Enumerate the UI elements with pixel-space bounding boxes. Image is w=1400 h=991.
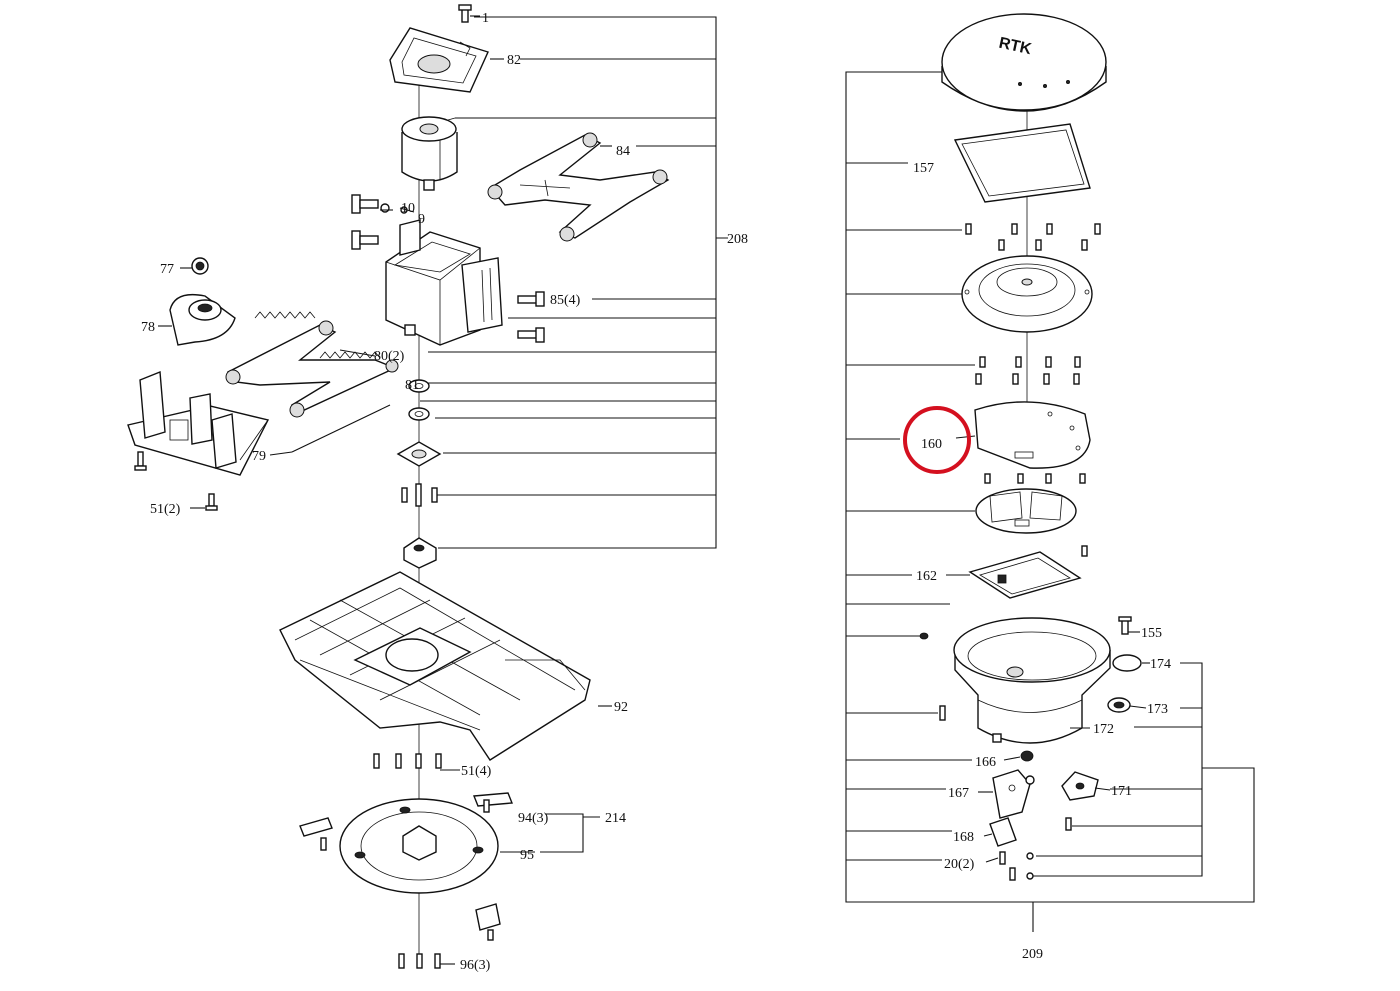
part-gear-housing xyxy=(385,219,503,346)
label-168: 168 xyxy=(953,830,974,845)
part-160-board xyxy=(974,401,1091,469)
label-166: 166 xyxy=(975,755,996,770)
part-screw-713 xyxy=(939,705,946,721)
part-center-screws xyxy=(401,483,438,507)
bracket-174 xyxy=(1032,662,1203,877)
part-84-arm xyxy=(487,132,670,242)
label-95: 95 xyxy=(520,848,534,863)
part-96-screws xyxy=(398,953,441,969)
label-214: 214 xyxy=(605,811,626,826)
part-168-clip xyxy=(989,817,1017,847)
right-leader-lines xyxy=(946,435,1150,863)
part-77-nut xyxy=(191,257,209,275)
label-20: 20(2) xyxy=(944,857,975,872)
part-79-base xyxy=(127,370,270,476)
part-81-washers xyxy=(396,379,442,467)
part-screws-row-2 xyxy=(975,356,1081,385)
rtk-logo-text: RTK xyxy=(997,35,1033,59)
part-screws-row-3 xyxy=(984,473,1086,484)
part-171-sensor xyxy=(1061,771,1099,831)
label-79: 79 xyxy=(252,449,266,464)
label-171: 171 xyxy=(1111,784,1132,799)
part-20-screws xyxy=(999,851,1034,881)
part-82-cover xyxy=(389,27,489,93)
label-1: 1 xyxy=(482,11,489,26)
part-166-knob xyxy=(1020,750,1034,762)
label-10: 10 xyxy=(401,201,415,216)
bracket-208 xyxy=(420,16,728,549)
label-51-2: 51(2) xyxy=(150,502,181,517)
part-coupling xyxy=(403,537,437,569)
label-157: 157 xyxy=(913,161,934,176)
label-94: 94(3) xyxy=(518,811,549,826)
label-82: 82 xyxy=(507,53,521,68)
part-51-screws-a xyxy=(134,451,218,511)
part-172-housing xyxy=(953,617,1111,744)
label-172: 172 xyxy=(1093,722,1114,737)
part-92-chassis xyxy=(279,571,591,761)
label-174: 174 xyxy=(1150,657,1171,672)
part-80-springs xyxy=(254,311,381,359)
part-95-disc xyxy=(339,798,499,894)
label-209: 209 xyxy=(1022,947,1043,962)
left-leader-lines xyxy=(158,15,612,965)
part-94-blades xyxy=(299,792,513,941)
highlight-circle-160 xyxy=(903,406,971,474)
part-lower-arm xyxy=(225,320,399,418)
part-51-screws-b xyxy=(373,753,442,769)
part-pcb-disc xyxy=(975,488,1077,534)
label-81: 81 xyxy=(405,378,419,393)
part-10-9-bolts xyxy=(351,194,408,250)
part-screw-single xyxy=(1081,545,1088,557)
part-rtk-cover: RTK xyxy=(941,13,1107,112)
part-motor xyxy=(401,116,458,191)
label-85: 85(4) xyxy=(550,293,581,308)
part-157-gasket xyxy=(953,123,1091,203)
part-162-pcb xyxy=(968,551,1082,599)
label-173: 173 xyxy=(1147,702,1168,717)
label-160: 160 xyxy=(921,437,942,452)
part-85-bolts xyxy=(517,291,545,343)
label-51-4: 51(4) xyxy=(461,764,492,779)
part-167-sensor xyxy=(992,769,1035,819)
label-77: 77 xyxy=(160,262,174,277)
part-155-screw xyxy=(1118,616,1132,635)
part-78-hub xyxy=(169,293,236,346)
part-small-nut xyxy=(919,632,929,640)
label-9: 9 xyxy=(418,212,425,227)
left-assembly xyxy=(127,4,728,969)
bracket-214 xyxy=(540,813,600,853)
label-208: 208 xyxy=(727,232,748,247)
right-assembly: RTK xyxy=(845,13,1255,932)
part-labels: 1 82 84 10 9 208 77 78 85(4) 80(2) 81 79… xyxy=(141,11,1171,973)
part-173-grommet xyxy=(1107,697,1131,713)
label-78: 78 xyxy=(141,320,155,335)
part-1-screw xyxy=(458,4,472,23)
label-96: 96(3) xyxy=(460,958,491,973)
label-167: 167 xyxy=(948,786,969,801)
label-84: 84 xyxy=(616,144,630,159)
label-162: 162 xyxy=(916,569,937,584)
part-174-oring xyxy=(1112,654,1142,672)
label-92: 92 xyxy=(614,700,628,715)
part-screws-row-1 xyxy=(965,223,1101,251)
label-80: 80(2) xyxy=(374,349,405,364)
bracket-209 xyxy=(845,71,1255,932)
label-155: 155 xyxy=(1141,626,1162,641)
part-antenna-base xyxy=(961,255,1093,333)
